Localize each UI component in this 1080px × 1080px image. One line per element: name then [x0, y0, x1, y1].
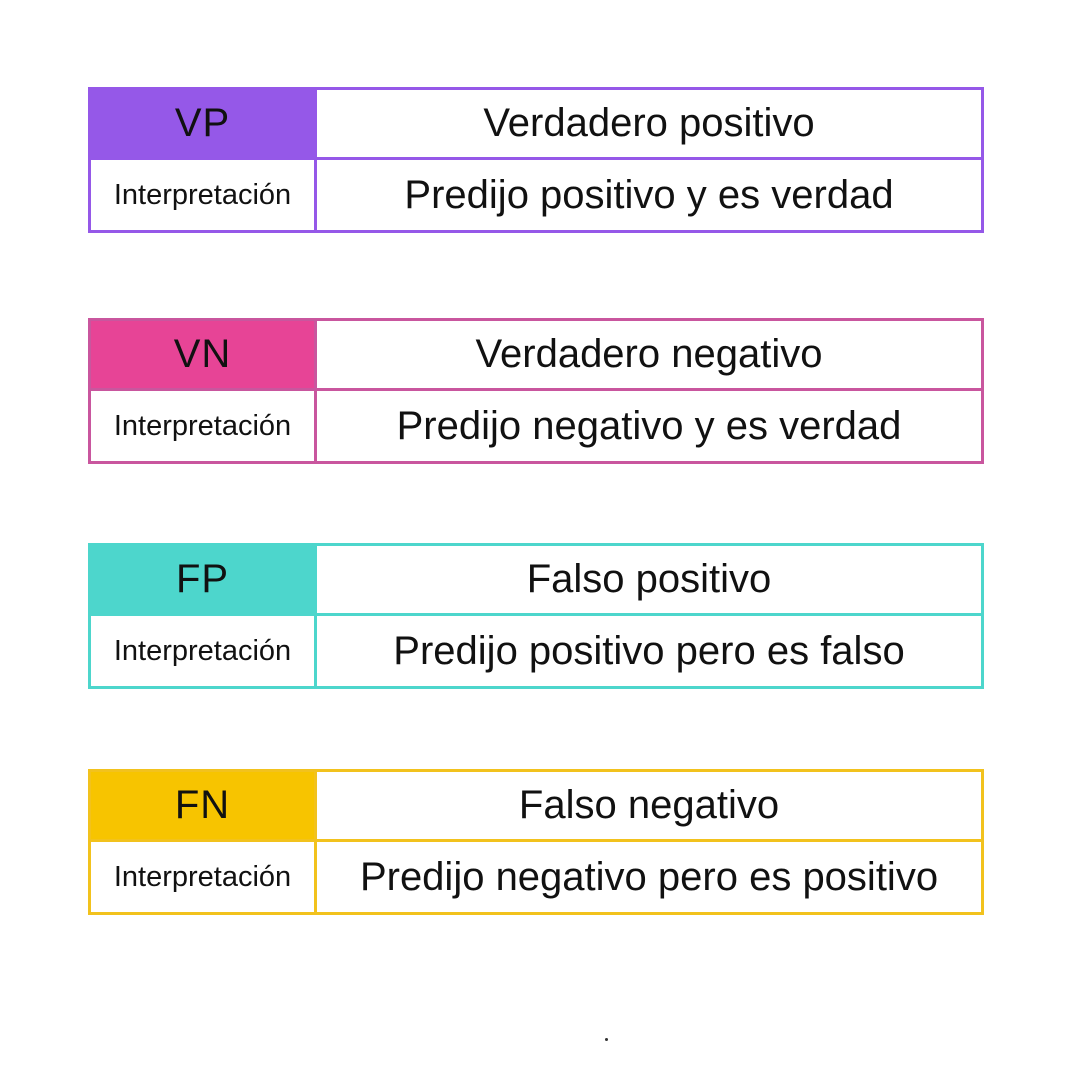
interpretation-label: Interpretación: [91, 842, 317, 912]
stray-dot: [605, 1038, 608, 1041]
abbr-cell: VN: [91, 321, 317, 391]
interpretation-label: Interpretación: [91, 616, 317, 686]
term-name: Falso negativo: [317, 772, 981, 842]
interpretation-value: Predijo positivo pero es falso: [393, 628, 905, 673]
term-name: Verdadero positivo: [317, 90, 981, 160]
abbr-cell: VP: [91, 90, 317, 160]
card-vp: VP Verdadero positivo Interpretación Pre…: [88, 87, 984, 233]
abbr-cell: FN: [91, 772, 317, 842]
interpretation-label: Interpretación: [91, 391, 317, 461]
interpretation-value: Predijo negativo y es verdad: [396, 403, 902, 448]
interpretation-value: Predijo positivo y es verdad: [404, 172, 894, 217]
term-name: Verdadero negativo: [317, 321, 981, 391]
interpretation-label: Interpretación: [91, 160, 317, 230]
abbr-cell: FP: [91, 546, 317, 616]
card-fn: FN Falso negativo Interpretación Predijo…: [88, 769, 984, 915]
interpretation-value: Predijo negativo pero es positivo: [359, 854, 939, 899]
card-fp: FP Falso positivo Interpretación Predijo…: [88, 543, 984, 689]
card-vn: VN Verdadero negativo Interpretación Pre…: [88, 318, 984, 464]
term-name: Falso positivo: [317, 546, 981, 616]
